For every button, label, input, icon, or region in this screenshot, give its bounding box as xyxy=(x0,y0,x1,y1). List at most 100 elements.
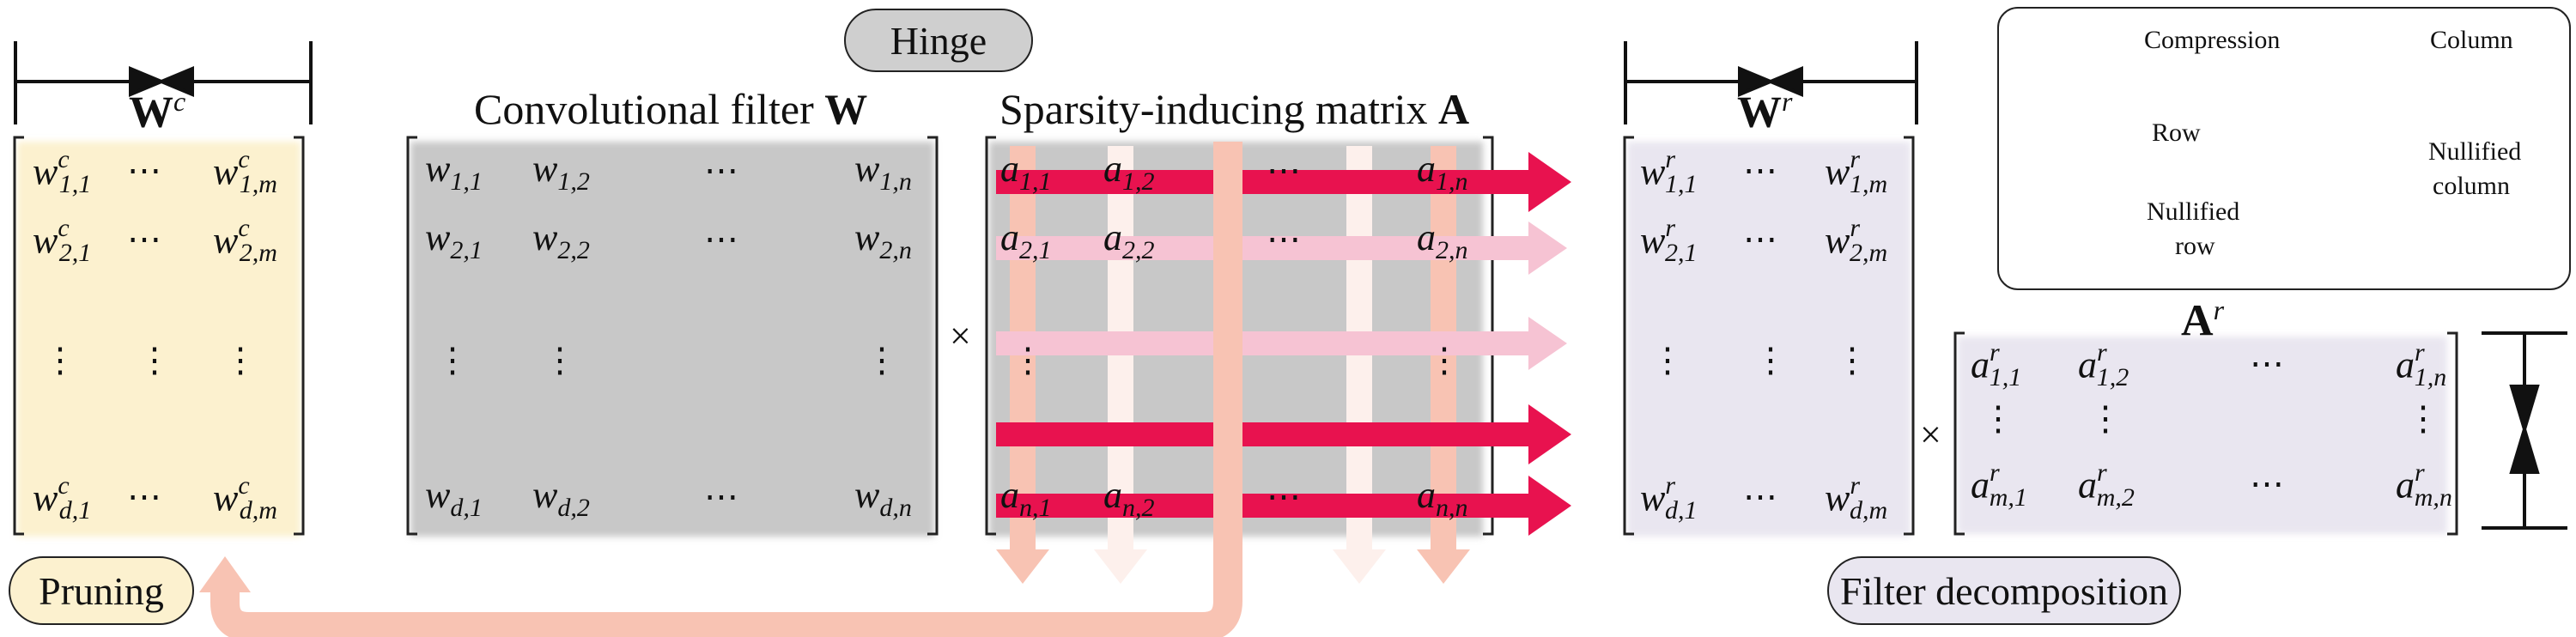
legend-row-label: Row xyxy=(2152,118,2201,147)
nullified-row-arrows xyxy=(996,221,1567,370)
wr-vdots: ⋮ xyxy=(1753,341,1789,379)
conv-filter-title: Convolutional filter W xyxy=(474,88,867,130)
ar-entry: arm,2 xyxy=(2078,458,2135,513)
a-entry: an,n xyxy=(1417,474,1468,522)
ar-matrix-fill xyxy=(1958,337,2447,534)
wc-right-bracket xyxy=(294,136,305,536)
wr-entry: wr1,1 xyxy=(1640,145,1698,199)
w-entry: w2,1 xyxy=(425,216,483,264)
legend-column-label: Column xyxy=(2430,26,2513,54)
conv-filter-title-text: Convolutional filter xyxy=(474,85,814,133)
sparsity-symbol: A xyxy=(1438,85,1470,133)
ar-entry: ar1,1 xyxy=(1971,338,2022,392)
w-matrix-fill xyxy=(410,142,934,537)
ar-title: Ar xyxy=(2181,294,2225,346)
pruning-path-arrow xyxy=(210,142,1242,637)
ar-hdots: ⋯ xyxy=(2250,344,2286,383)
ar-vdots: ⋮ xyxy=(2088,399,2124,438)
filter-decomposition-label: Filter decomposition xyxy=(1839,568,2168,613)
wc-matrix-fill xyxy=(17,142,301,537)
w-right-bracket xyxy=(927,136,939,536)
wr-entry: wr2,1 xyxy=(1640,214,1698,268)
wr-vdots: ⋮ xyxy=(1835,341,1871,379)
matrix-brackets xyxy=(13,136,2458,536)
compression-marker-ar xyxy=(2482,331,2567,530)
hinge-pill: Hinge xyxy=(844,9,1033,72)
w-left-bracket xyxy=(406,136,417,536)
ar-vdots: ⋮ xyxy=(2406,399,2442,438)
pruning-pill: Pruning xyxy=(9,556,194,625)
legend-panel xyxy=(1997,7,2571,290)
wc-vdots: ⋮ xyxy=(137,341,173,379)
wc-left-bracket xyxy=(13,136,24,536)
w-entry: w2,2 xyxy=(532,216,590,264)
row-arrow-4 xyxy=(996,404,1571,464)
filter-decomposition-pill: Filter decomposition xyxy=(1827,556,2181,625)
nullified-row-arrow-2 xyxy=(996,221,1567,275)
a-entry: a2,2 xyxy=(1103,216,1155,264)
a-vdots: ⋮ xyxy=(1011,341,1047,379)
wr-entry: wr1,m xyxy=(1825,145,1888,199)
wc-hdots: ⋯ xyxy=(127,220,163,258)
w-entry: wd,n xyxy=(854,474,912,522)
a-entry: a1,n xyxy=(1417,148,1468,196)
sparsity-title: Sparsity-inducing matrix A xyxy=(999,88,1469,130)
legend-nullified-row-label-2: row xyxy=(2175,232,2215,260)
a-left-bracket xyxy=(985,136,996,536)
compression-marker-wc xyxy=(14,41,313,124)
conv-filter-symbol: W xyxy=(824,85,868,133)
a-entry: a1,1 xyxy=(1000,148,1052,196)
ar-right-bracket xyxy=(2447,331,2458,536)
wr-vdots: ⋮ xyxy=(1650,341,1686,379)
ar-entry: ar1,n xyxy=(2396,338,2447,392)
legend-nullified-column-label-2: column xyxy=(2433,172,2510,200)
times-sign-w-a: × xyxy=(950,315,971,357)
wc-entry: wcd,1 xyxy=(33,471,92,525)
a-hdots: ⋯ xyxy=(1267,477,1303,516)
wr-entry: wr2,m xyxy=(1825,214,1888,268)
wc-entry: wc1,m xyxy=(213,145,277,199)
wc-vdots: ⋮ xyxy=(223,341,259,379)
pruning-label: Pruning xyxy=(39,568,164,613)
wc-entry: wc1,1 xyxy=(33,145,92,199)
compression-marker-wr xyxy=(1624,41,1918,124)
w-entry: w1,2 xyxy=(532,148,590,196)
wc-hdots: ⋯ xyxy=(127,477,163,516)
w-entry: w2,n xyxy=(854,216,912,264)
wc-hdots: ⋯ xyxy=(127,151,163,190)
a-entry: a2,n xyxy=(1417,216,1468,264)
legend-nullified-column-label-1: Nullified xyxy=(2428,137,2522,166)
w-entry: w1,1 xyxy=(425,148,483,196)
ar-entry: arm,n xyxy=(2396,458,2452,513)
pruning-path-arrowhead xyxy=(199,556,251,592)
wc-title: Wc xyxy=(129,86,186,137)
row-arrow-1 xyxy=(996,152,1571,212)
wc-entry: wc2,1 xyxy=(33,214,92,268)
nullified-column-arrows xyxy=(1094,146,1386,584)
ar-vdots: ⋮ xyxy=(1981,399,2017,438)
wc-entry: wc2,m xyxy=(213,214,277,268)
sparsity-title-text: Sparsity-inducing matrix xyxy=(999,85,1428,133)
w-hdots: ⋯ xyxy=(704,151,740,190)
legend-compression-label: Compression xyxy=(2144,26,2281,54)
nullified-row-arrow-3 xyxy=(996,317,1567,370)
w-vdots: ⋮ xyxy=(435,341,471,379)
w-entry: wd,2 xyxy=(532,474,590,522)
column-arrow-n xyxy=(1417,146,1470,584)
ar-hdots: ⋯ xyxy=(2250,464,2286,503)
wr-hdots: ⋯ xyxy=(1743,220,1779,258)
wr-right-bracket xyxy=(1904,136,1915,536)
nullified-column-arrow-k xyxy=(1333,146,1386,584)
ar-entry: arm,1 xyxy=(1971,458,2027,513)
a-hdots: ⋯ xyxy=(1267,220,1303,258)
wr-entry: wrd,1 xyxy=(1640,471,1698,525)
a-entry: an,1 xyxy=(1000,474,1052,522)
wr-entry: wrd,m xyxy=(1825,471,1888,525)
a-entry: a1,2 xyxy=(1103,148,1155,196)
column-arrows xyxy=(996,146,1470,584)
a-vdots: ⋮ xyxy=(1427,341,1463,379)
a-entry: a2,1 xyxy=(1000,216,1052,264)
wr-left-bracket xyxy=(1623,136,1634,536)
w-hdots: ⋯ xyxy=(704,220,740,258)
